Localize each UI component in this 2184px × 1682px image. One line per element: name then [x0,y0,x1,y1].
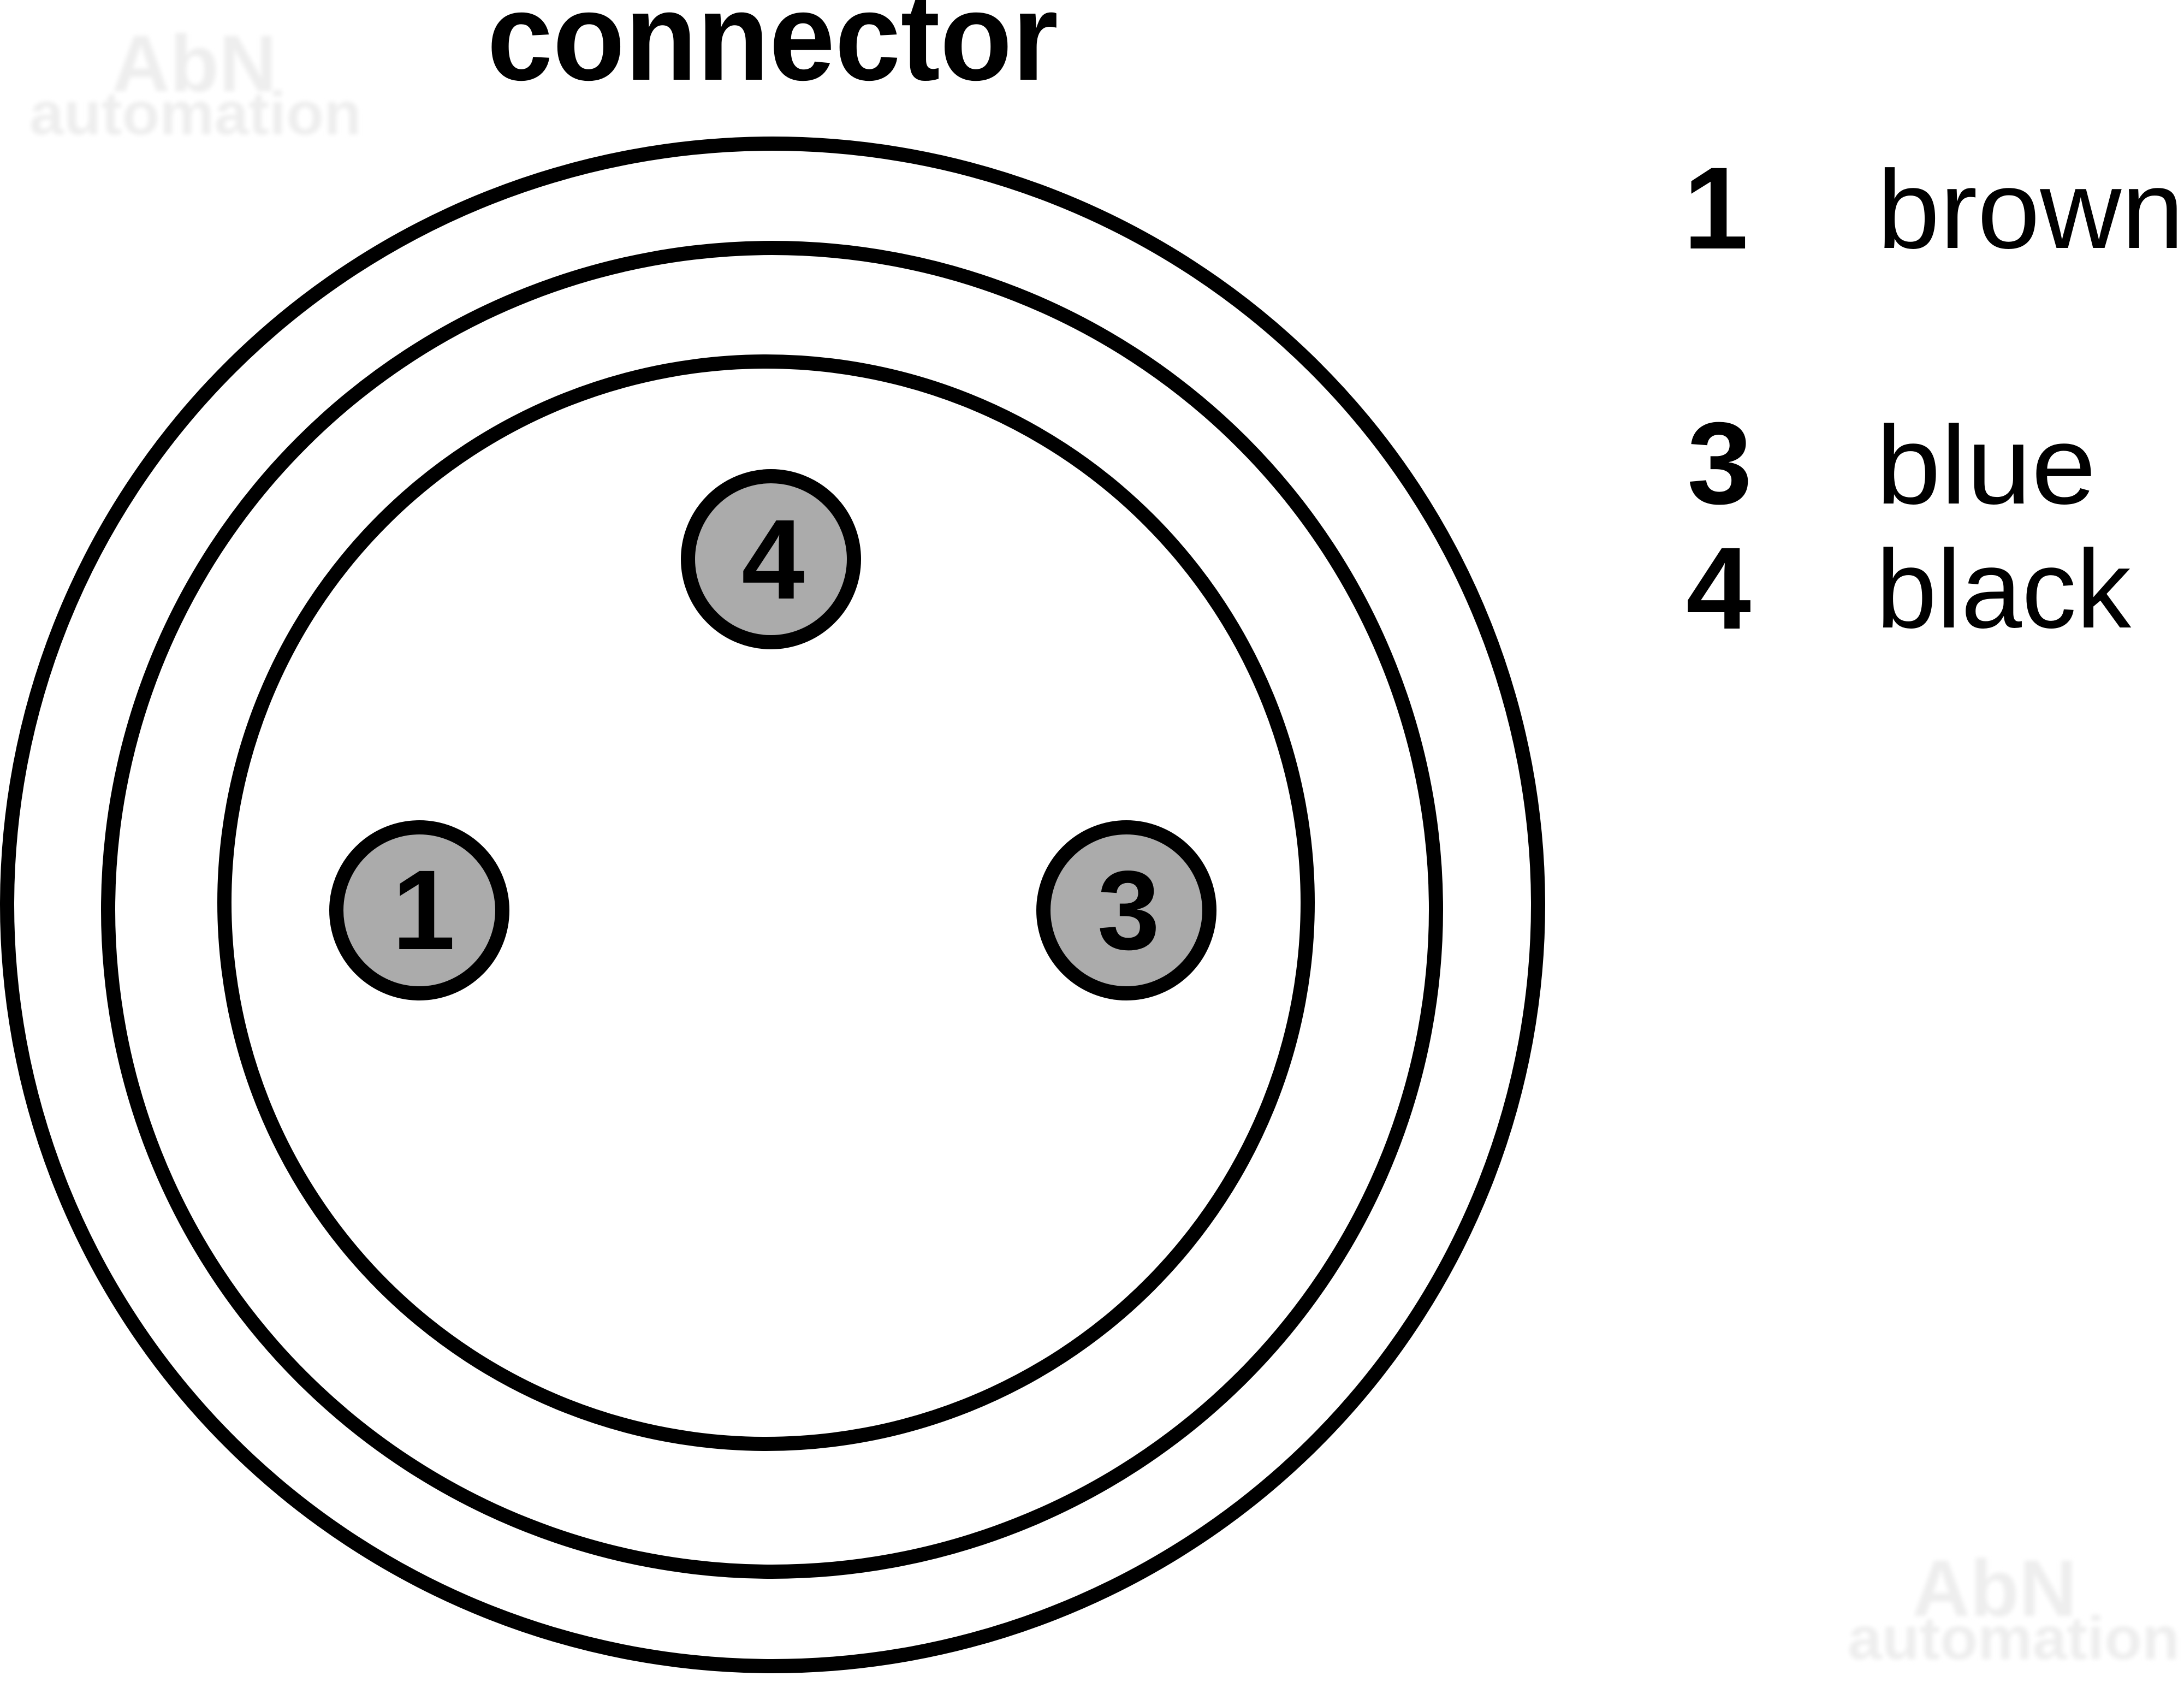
svg-text:4: 4 [741,496,805,623]
svg-text:AbN: AbN [1912,1544,2077,1633]
svg-text:1: 1 [1683,143,1748,274]
svg-text:automation: automation [1848,1604,2180,1672]
svg-text:AbN: AbN [112,19,277,109]
svg-text:3: 3 [1687,398,1752,529]
svg-text:3: 3 [1097,848,1160,973]
svg-text:4: 4 [1686,523,1751,654]
svg-text:brown: brown [1877,147,2184,272]
svg-text:blue: blue [1876,403,2096,528]
svg-text:automation: automation [29,80,361,147]
svg-text:connector: connector [487,0,1058,106]
svg-text:1: 1 [392,847,455,974]
svg-text:black: black [1876,527,2132,652]
